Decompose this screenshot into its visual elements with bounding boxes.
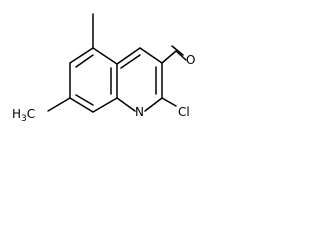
atom-methyl-bottom: H3C — [12, 107, 35, 124]
bond-c1-n — [144, 97, 163, 112]
bond-c4-c3 — [116, 47, 141, 65]
bond-c7-c8 — [69, 97, 94, 113]
bond-c5-c6-double — [75, 54, 94, 68]
bond-aldehyde-co — [175, 50, 187, 61]
quinoline-structure-diagram: O Cl N H3C — [12, 13, 195, 124]
atom-nitrogen: N — [135, 105, 144, 119]
bond-c7-c8-double — [75, 94, 94, 106]
bond-methyl-bottom — [47, 97, 71, 112]
methyl-c: C — [27, 107, 35, 121]
bond-aldehyde-co-double — [171, 45, 184, 56]
methyl-subscript: 3 — [21, 114, 27, 124]
bond-c4a-c5 — [92, 47, 118, 65]
bond-n-c8a — [116, 97, 136, 112]
bond-c4-c3-double — [120, 54, 141, 69]
bond-chlorine — [161, 97, 177, 107]
bond-c3-c2 — [139, 47, 163, 64]
methyl-h: H — [12, 107, 21, 121]
bond-c5-c6 — [69, 47, 94, 64]
atom-oxygen: O — [186, 53, 195, 67]
bond-aldehyde-c — [161, 50, 177, 64]
bond-c8-c8a — [92, 97, 118, 113]
atom-chlorine: Cl — [178, 105, 190, 119]
